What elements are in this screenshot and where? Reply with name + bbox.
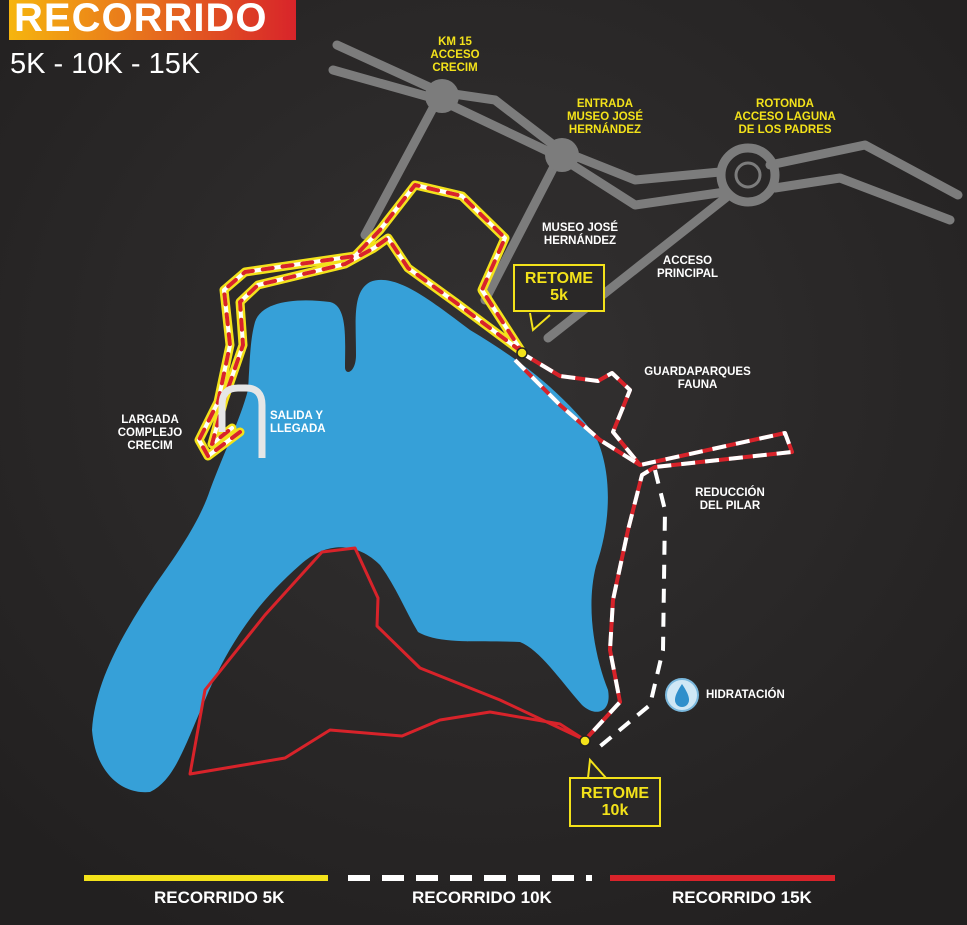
label-entrada-museo: ENTRADA MUSEO JOSÉ HERNÁNDEZ bbox=[566, 98, 644, 136]
label-km15: KM 15 ACCESO CRECIM bbox=[430, 36, 480, 74]
title-banner bbox=[9, 0, 296, 40]
route-10k bbox=[513, 350, 794, 750]
road-node-museo bbox=[545, 138, 579, 172]
label-guardaparques: GUARDAPARQUES FAUNA bbox=[644, 366, 751, 391]
page-subtitle: 5K - 10K - 15K bbox=[10, 48, 201, 80]
label-hidratacion: HIDRATACIÓN bbox=[706, 689, 785, 701]
water-drop-icon bbox=[665, 678, 699, 712]
label-salida: SALIDA Y LLEGADA bbox=[270, 410, 326, 435]
callout-retome-10k: RETOME 10k bbox=[569, 777, 661, 827]
label-museo: MUSEO JOSÉ HERNÁNDEZ bbox=[541, 222, 619, 247]
legend-label-5k: RECORRIDO 5K bbox=[154, 888, 285, 907]
legend-label-10k: RECORRIDO 10K bbox=[412, 888, 552, 907]
legend-label-15k: RECORRIDO 15K bbox=[672, 888, 812, 907]
page-title: RECORRIDO bbox=[14, 0, 268, 40]
road-node-km15 bbox=[425, 79, 459, 113]
label-largada: LARGADA COMPLEJO CRECIM bbox=[117, 414, 183, 452]
roundabout bbox=[716, 143, 780, 207]
label-reduccion: REDUCCIÓN DEL PILAR bbox=[695, 487, 765, 512]
callout-retome-5k: RETOME 5k bbox=[513, 264, 605, 312]
route-15k bbox=[188, 546, 586, 776]
label-rotonda: ROTONDA ACCESO LAGUNA DE LOS PADRES bbox=[734, 98, 836, 136]
lake bbox=[92, 279, 609, 793]
start-arch-icon bbox=[218, 384, 266, 458]
retome-5k-marker bbox=[516, 347, 528, 359]
label-acceso-principal: ACCESO PRINCIPAL bbox=[656, 255, 719, 280]
retome-10k-marker bbox=[579, 735, 591, 747]
